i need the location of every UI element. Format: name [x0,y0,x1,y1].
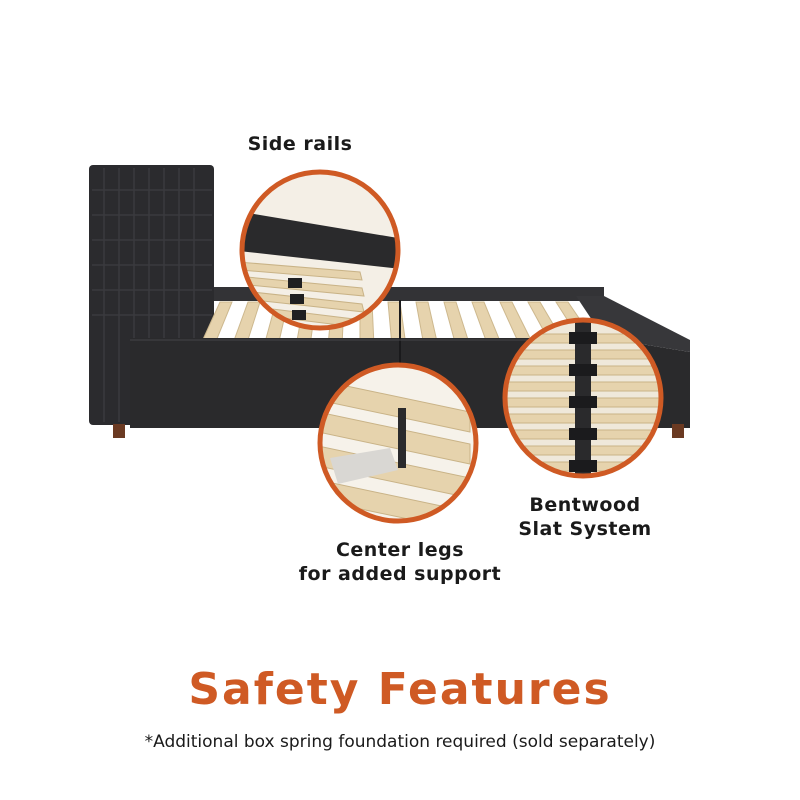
center-legs-line2: for added support [298,563,502,585]
center-legs-ring [317,362,479,524]
center-legs-line1: Center legs [335,539,465,561]
side-rails-callout [239,169,401,331]
safety-features-title: Safety Features [188,664,612,715]
box-spring-footnote: *Additional box spring foundation requir… [144,732,656,752]
center-legs-callout [317,362,479,524]
bentwood-callout [502,317,664,479]
bentwood-line2: Slat System [518,518,652,540]
side-rails-text: Side rails [247,133,353,155]
side-rails-label: Side rails [200,132,400,156]
bentwood-ring [502,317,664,479]
bentwood-line1: Bentwood [529,494,641,516]
bentwood-label: Bentwood Slat System [495,493,675,541]
side-rails-ring [239,169,401,331]
center-legs-label: Center legs for added support [285,538,515,586]
